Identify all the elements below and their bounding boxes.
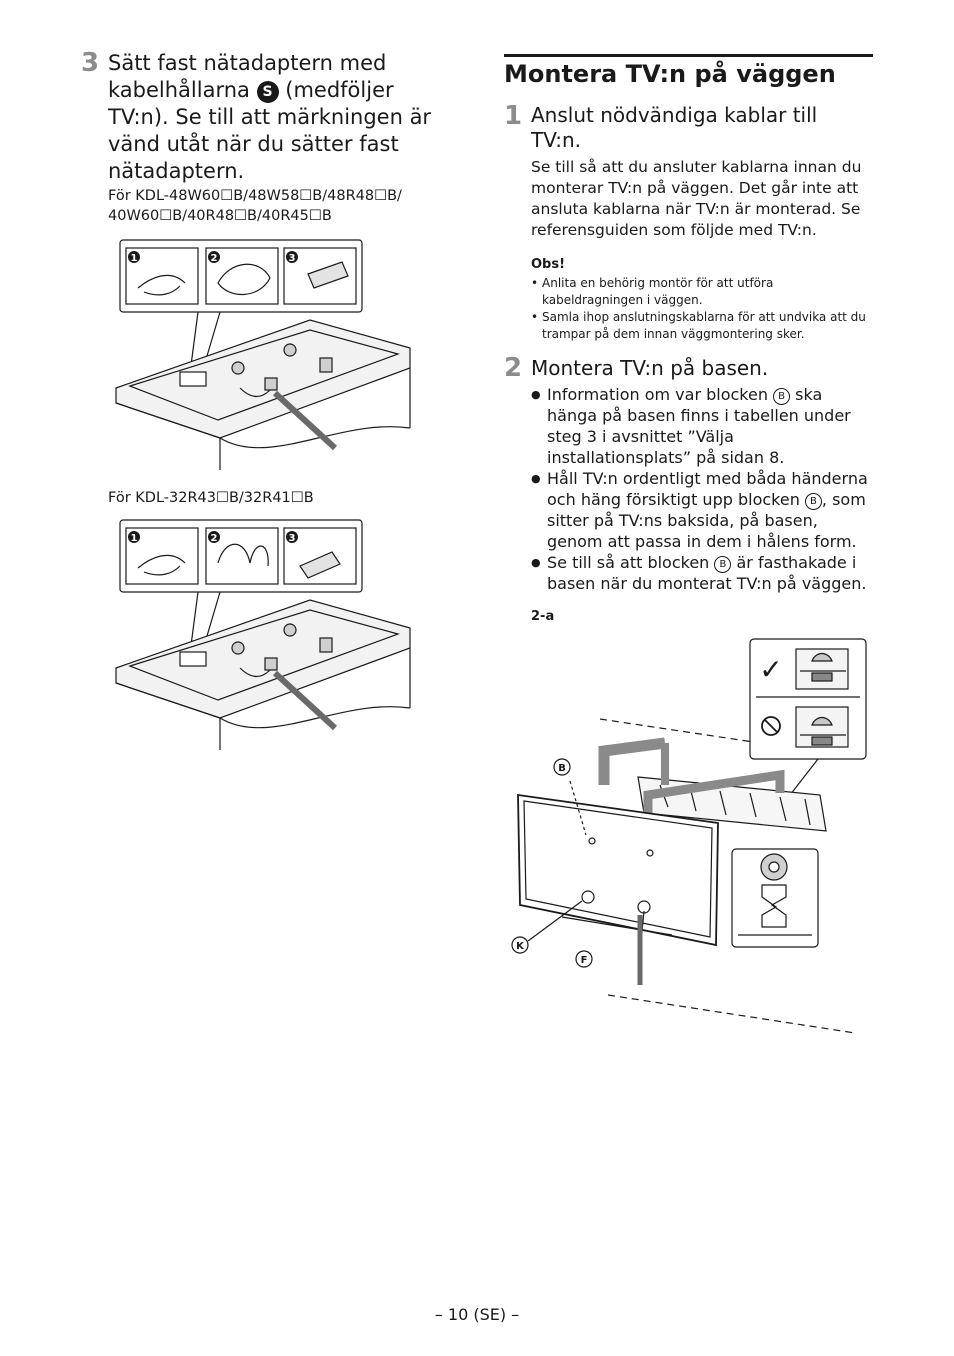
- figure-label: 2-a: [531, 609, 555, 624]
- step-2-number: 2: [504, 353, 523, 383]
- callout-f: F: [581, 955, 588, 966]
- section-rule: [504, 54, 873, 57]
- check-icon: ✓: [759, 653, 782, 686]
- note-item: Samla ihop anslutningskablarna för att u…: [531, 309, 876, 343]
- callout-k: K: [516, 941, 525, 952]
- step-badge-3a: 3: [289, 253, 296, 264]
- section-title: Montera TV:n på väggen: [504, 60, 836, 88]
- step-badge-1a: 1: [131, 253, 138, 264]
- step-1-number: 1: [504, 101, 523, 131]
- bullet-item: Håll TV:n ordentligt med båda händerna o…: [531, 468, 876, 552]
- bullet-text: Information om var blocken: [547, 385, 774, 404]
- step-1-body: Se till så att du ansluter kablarna inna…: [531, 158, 862, 239]
- block-b-badge: B: [773, 388, 791, 405]
- step-3-heading-b: (medföljer TV:n). Se till att märkningen…: [108, 78, 432, 183]
- step-badge-2b: 2: [211, 533, 218, 544]
- wall-mount-illustration: B K F ✓: [511, 638, 867, 1034]
- adapter-illustration-a: 1 2 3: [115, 239, 411, 470]
- step-badge-3b: 3: [289, 533, 296, 544]
- page-number: – 10 (SE) –: [434, 1305, 520, 1324]
- bullet-text: är fasthakade i basen när du monterat TV…: [547, 553, 867, 593]
- cable-holder-s-badge: S: [256, 81, 279, 103]
- block-b-badge: B: [804, 493, 822, 510]
- step-2-bullets: Information om var blocken B ska hänga p…: [531, 384, 876, 594]
- bullet-text: ska hänga på basen finns i tabellen unde…: [547, 385, 851, 467]
- bullet-text: , som sitter på TV:ns baksida, på basen,…: [547, 490, 866, 551]
- step-3-number: 3: [81, 48, 100, 78]
- models-text-b: För KDL-32R43☐B/32R41☐B: [108, 490, 314, 506]
- block-b-badge: B: [714, 556, 732, 573]
- bullet-item: Se till så att blocken B är fasthakade i…: [531, 552, 876, 594]
- step-3-heading-a: Sätt fast nätadaptern med kabelhållarna: [108, 51, 387, 102]
- adapter-illustration-b: 1 2 3: [115, 519, 411, 750]
- step-badge-1b: 1: [131, 533, 138, 544]
- step-2-heading: Montera TV:n på basen.: [531, 356, 769, 380]
- step-badge-2a: 2: [211, 253, 218, 264]
- callout-b: B: [558, 763, 566, 774]
- note-item: Anlita en behörig montör för att utföra …: [531, 275, 876, 309]
- note-list: Anlita en behörig montör för att utföra …: [531, 275, 876, 343]
- step-1-heading: Anslut nödvändiga kablar till TV:n.: [531, 103, 818, 152]
- step-3-heading: Sätt fast nätadaptern med kabelhållarna …: [108, 50, 453, 185]
- models-text-a: För KDL-48W60☐B/48W58☐B/48R48☐B/ 40W60☐B…: [108, 188, 402, 224]
- note-title: Obs!: [531, 257, 566, 272]
- bullet-item: Information om var blocken B ska hänga p…: [531, 384, 876, 468]
- bullet-text: Se till så att blocken: [547, 553, 715, 572]
- bullet-text: Håll TV:n ordentligt med båda händerna o…: [547, 469, 868, 509]
